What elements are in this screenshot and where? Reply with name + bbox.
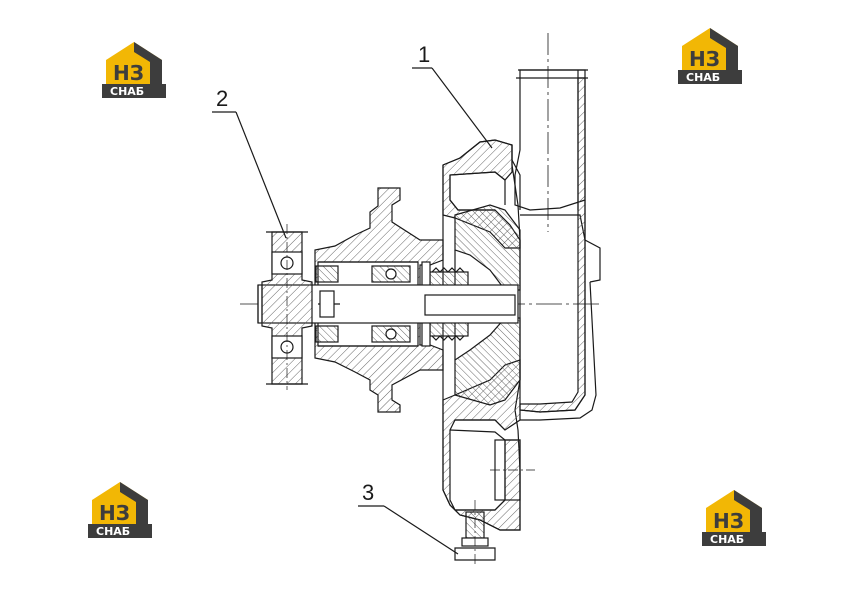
- watermark-secondary: СНАБ: [710, 533, 744, 546]
- watermark-secondary: СНАБ: [110, 85, 144, 98]
- watermark-primary: НЗ: [713, 509, 744, 533]
- watermark-logo-bottom-right: НЗ СНАБ: [702, 486, 766, 548]
- drain-plug: [454, 500, 496, 565]
- watermark-logo-top-right: НЗ СНАБ: [678, 24, 742, 86]
- callout-1: 1: [418, 42, 430, 67]
- watermark-logo-top-left: НЗ СНАБ: [102, 38, 166, 100]
- watermark-logo-bottom-left: НЗ СНАБ: [88, 478, 152, 540]
- lower-boss: [494, 439, 521, 501]
- drive-gear: [261, 224, 313, 390]
- callout-3: 3: [362, 480, 374, 505]
- rear-bearing: [315, 265, 339, 343]
- callout-2: 2: [216, 86, 228, 111]
- watermark-primary: НЗ: [99, 501, 130, 525]
- watermark-primary: НЗ: [113, 61, 144, 85]
- watermark-secondary: СНАБ: [686, 71, 720, 84]
- watermark-secondary: СНАБ: [96, 525, 130, 538]
- watermark-primary: НЗ: [689, 47, 720, 71]
- volute-wall-right: [519, 77, 586, 413]
- outlet-pipe: [514, 69, 601, 283]
- front-bearing: [371, 265, 411, 343]
- impeller: [454, 204, 521, 406]
